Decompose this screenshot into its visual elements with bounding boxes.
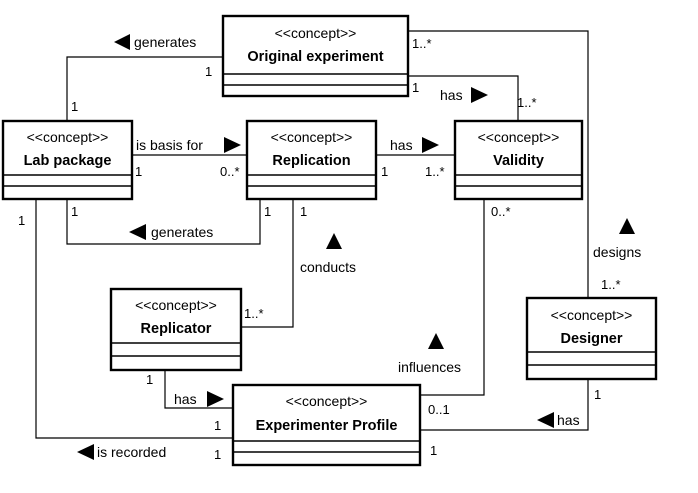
direction-left-icon [77, 444, 94, 460]
assoc-label: influences [398, 359, 461, 375]
line-lab-recorded [35, 199, 233, 439]
class-name: Lab package [24, 153, 112, 169]
assoc-label-repl-has-validity: has [390, 137, 439, 153]
class-name: Replication [272, 153, 350, 169]
multiplicity: 1..* [244, 306, 264, 321]
class-replicator[interactable]: <<concept>> Replicator [109, 287, 243, 372]
multiplicity: 1 [412, 80, 419, 95]
direction-right-icon [207, 391, 224, 407]
direction-left-icon [129, 224, 146, 240]
line-designer-has-profile [420, 379, 589, 431]
multiplicity: 1 [300, 204, 307, 219]
multiplicity: 0..1 [428, 402, 450, 417]
direction-right-icon [224, 137, 241, 153]
assoc-label-lab-basis-repl: is basis for [136, 137, 241, 153]
multiplicity: 0..* [491, 204, 511, 219]
direction-up-icon [326, 233, 342, 249]
assoc-label-replicator-has-profile: has [174, 391, 224, 407]
assoc-label: is basis for [136, 137, 203, 153]
assoc-label: designs [593, 244, 641, 260]
class-original-experiment[interactable]: <<concept>> Original experiment [221, 14, 410, 98]
assoc-label-repl-generates-lab: generates [129, 224, 213, 240]
direction-left-icon [537, 412, 554, 428]
assoc-label: has [174, 391, 197, 407]
class-lab-package[interactable]: <<concept>> Lab package [1, 119, 134, 201]
assoc-label-lab-generates-orig: generates [114, 34, 196, 50]
direction-right-icon [471, 87, 488, 103]
class-experimenter-profile[interactable]: <<concept>> Experimenter Profile [231, 383, 422, 467]
line-validity-influences [420, 199, 485, 396]
assoc-label: has [557, 412, 580, 428]
multiplicity: 1 [264, 204, 271, 219]
direction-left-icon [114, 34, 130, 50]
line-orig-has-validity [408, 75, 519, 121]
multiplicity: 1 [214, 418, 221, 433]
assoc-label-lab-recorded: is recorded [77, 444, 166, 460]
class-designer[interactable]: <<concept>> Designer [525, 296, 658, 381]
multiplicity: 1 [146, 372, 153, 387]
assoc-label-designer-designs: designs [593, 218, 641, 260]
stereotype-label: <<concept>> [478, 129, 560, 145]
class-replication[interactable]: <<concept>> Replication [245, 119, 378, 201]
line-repl-generates-lab [66, 199, 261, 245]
class-name: Experimenter Profile [256, 418, 398, 434]
assoc-label: conducts [300, 259, 356, 275]
multiplicity: 1 [71, 204, 78, 219]
class-name: Validity [493, 153, 544, 169]
assoc-label: has [390, 137, 413, 153]
stereotype-label: <<concept>> [135, 297, 217, 313]
multiplicity: 1 [214, 447, 221, 462]
multiplicity: 1..* [412, 36, 432, 51]
stereotype-label: <<concept>> [271, 129, 353, 145]
stereotype-label: <<concept>> [551, 307, 633, 323]
multiplicity: 1 [381, 164, 388, 179]
class-name: Designer [560, 331, 622, 347]
multiplicity: 0..* [220, 164, 240, 179]
direction-right-icon [422, 137, 439, 153]
line-replicator-conducts [241, 199, 294, 328]
multiplicity: 1 [18, 213, 25, 228]
class-validity[interactable]: <<concept>> Validity [453, 119, 584, 201]
assoc-label-orig-has-validity: has [440, 87, 488, 103]
assoc-label-replicator-conducts: conducts [300, 233, 356, 275]
line-lab-generates-orig [66, 56, 223, 121]
assoc-label: has [440, 87, 463, 103]
assoc-label: generates [151, 224, 213, 240]
multiplicity: 1..* [601, 277, 621, 292]
assoc-label: is recorded [97, 444, 166, 460]
multiplicity: 1..* [425, 164, 445, 179]
multiplicity: 1 [71, 99, 78, 114]
class-name: Replicator [141, 321, 212, 337]
stereotype-label: <<concept>> [275, 25, 357, 41]
line-replicator-has-profile [164, 370, 233, 409]
class-name: Original experiment [247, 49, 383, 65]
multiplicity: 1 [135, 164, 142, 179]
association-lines [35, 30, 589, 439]
direction-up-icon [428, 333, 444, 349]
stereotype-label: <<concept>> [286, 393, 368, 409]
multiplicity: 1..* [517, 95, 537, 110]
multiplicity: 1 [205, 64, 212, 79]
assoc-label-validity-influences: influences [398, 333, 461, 375]
direction-up-icon [619, 218, 635, 234]
assoc-label-designer-has-profile: has [537, 412, 580, 428]
multiplicity: 1 [430, 443, 437, 458]
assoc-label: generates [134, 34, 196, 50]
stereotype-label: <<concept>> [27, 129, 109, 145]
multiplicity: 1 [594, 387, 601, 402]
line-designer-designs [408, 30, 589, 298]
